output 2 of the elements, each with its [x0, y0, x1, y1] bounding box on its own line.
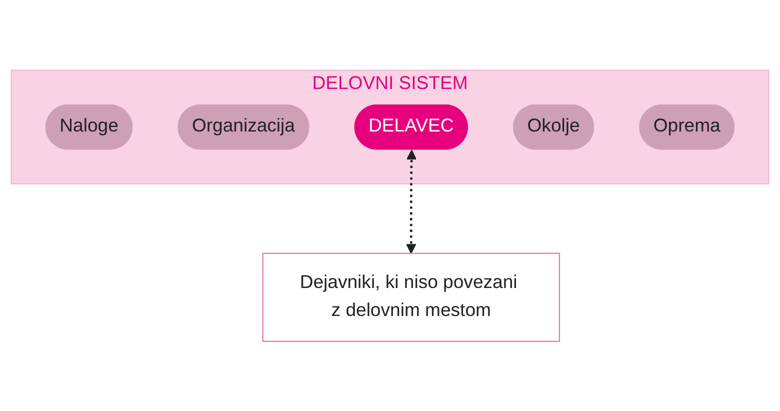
node-box: Dejavniki, ki niso povezani z delovnim mestom: [262, 252, 560, 342]
arrow: [406, 149, 417, 254]
